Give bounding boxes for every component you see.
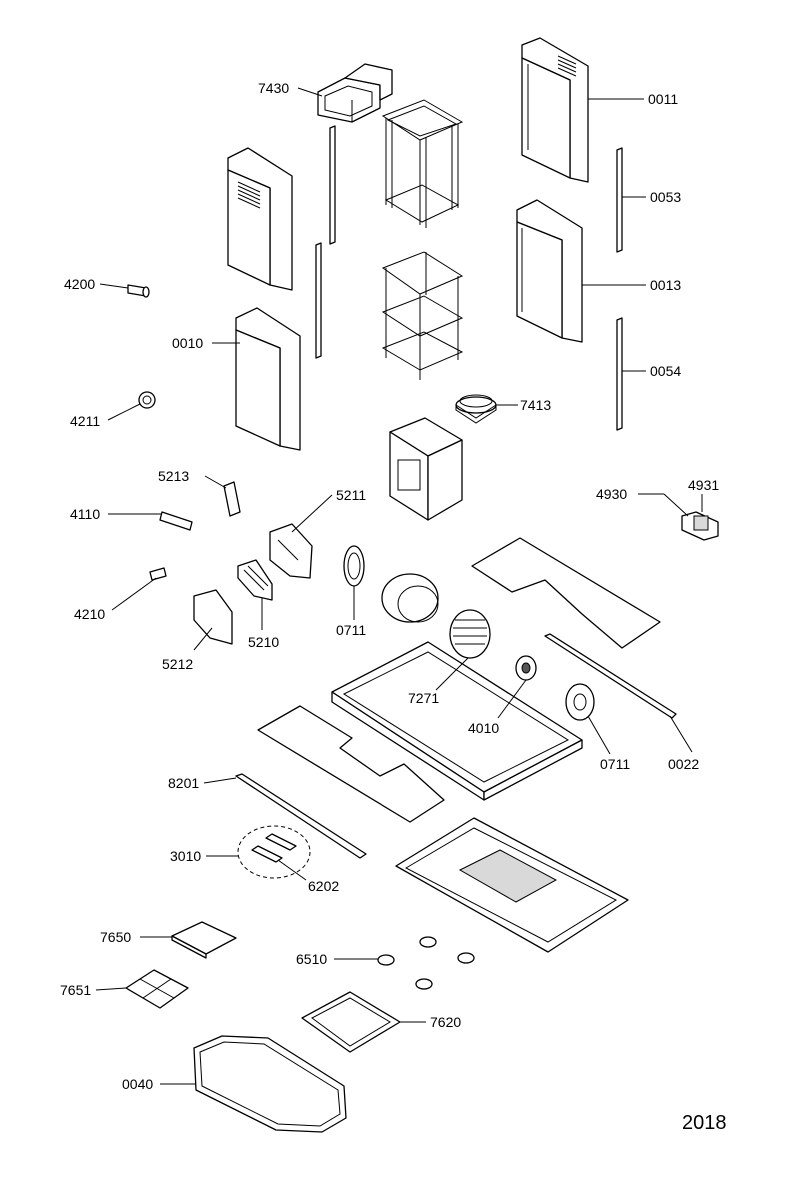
label-7413: 7413: [520, 397, 552, 413]
label-5212: 5212: [162, 656, 194, 672]
label-0011: 0011: [648, 91, 679, 107]
part-7413-ring: [455, 394, 497, 424]
part-6510-knobs: [377, 936, 475, 990]
part-4010-motor: [515, 655, 537, 681]
label-3010: 3010: [170, 848, 202, 864]
part-7620-filter: [301, 991, 401, 1053]
leader-lines: [95, 87, 703, 1085]
diagram-year: 2018: [682, 1112, 727, 1134]
label-0054: 0054: [650, 363, 682, 379]
part-4110: [159, 511, 193, 531]
part-4930-4931-bracket: [681, 511, 719, 541]
part-3010-6202-group: [237, 825, 311, 879]
part-8201-strip: [235, 773, 367, 859]
label-7620: 7620: [430, 1014, 462, 1030]
label-4211: 4211: [70, 413, 101, 429]
label-0013: 0013: [650, 277, 682, 293]
part-0011-upper-chimney: [521, 37, 589, 183]
part-7430-duct-connector: [317, 63, 393, 123]
part-strip-upper: [329, 125, 336, 245]
label-6202: 6202: [308, 878, 340, 894]
label-0053: 0053: [650, 189, 682, 205]
label-4110: 4110: [70, 506, 101, 522]
part-motor-housing: [389, 417, 463, 521]
part-lower-frame: [381, 251, 464, 380]
part-0040-tray: [193, 1035, 347, 1133]
label-0040: 0040: [122, 1076, 154, 1092]
part-5213: [223, 481, 241, 517]
label-7271: 7271: [408, 690, 440, 706]
part-0711-cover-left: [343, 545, 365, 587]
part-lower-panel: [257, 705, 445, 823]
part-0010-inner-chimney: [235, 307, 301, 451]
label-0022: 0022: [668, 756, 700, 772]
part-0053-strip: [616, 147, 623, 253]
part-4200: [127, 284, 150, 298]
part-0013-lower-chimney: [516, 199, 583, 343]
part-4210: [149, 567, 167, 581]
part-0022-strip: [544, 633, 677, 719]
label-5210: 5210: [248, 634, 280, 650]
part-inner-chimney-upper: [227, 147, 293, 291]
part-0711-cover-right: [565, 683, 595, 721]
label-5211: 5211: [336, 487, 367, 503]
part-strip-lower: [315, 242, 322, 359]
label-4210: 4210: [74, 606, 106, 622]
label-4010: 4010: [468, 720, 500, 736]
label-7650: 7650: [100, 929, 132, 945]
label-7651: 7651: [60, 982, 92, 998]
part-5211: [269, 523, 313, 579]
part-top-panel: [471, 537, 661, 649]
label-0711-right: 0711: [600, 756, 631, 772]
label-5213: 5213: [158, 468, 190, 484]
part-4211: [138, 391, 156, 409]
label-0010: 0010: [172, 335, 204, 351]
part-base-plate: [395, 817, 629, 953]
label-6510: 6510: [296, 951, 328, 967]
label-4200: 4200: [64, 276, 96, 292]
part-7650-filter: [171, 921, 237, 959]
part-7271-impeller: [449, 609, 491, 659]
part-0054-strip: [616, 317, 623, 431]
part-fan-housing: [381, 573, 439, 623]
label-4930: 4930: [596, 486, 628, 502]
label-0711-left: 0711: [336, 622, 367, 638]
label-4931: 4931: [688, 477, 720, 493]
part-5212: [193, 589, 233, 645]
label-8201: 8201: [168, 775, 200, 791]
part-7651-filter-grid: [125, 969, 189, 1009]
label-7430: 7430: [258, 80, 290, 96]
part-5210-board: [237, 559, 273, 601]
part-upper-frame: [381, 99, 464, 228]
part-hood-tray: [331, 641, 583, 801]
